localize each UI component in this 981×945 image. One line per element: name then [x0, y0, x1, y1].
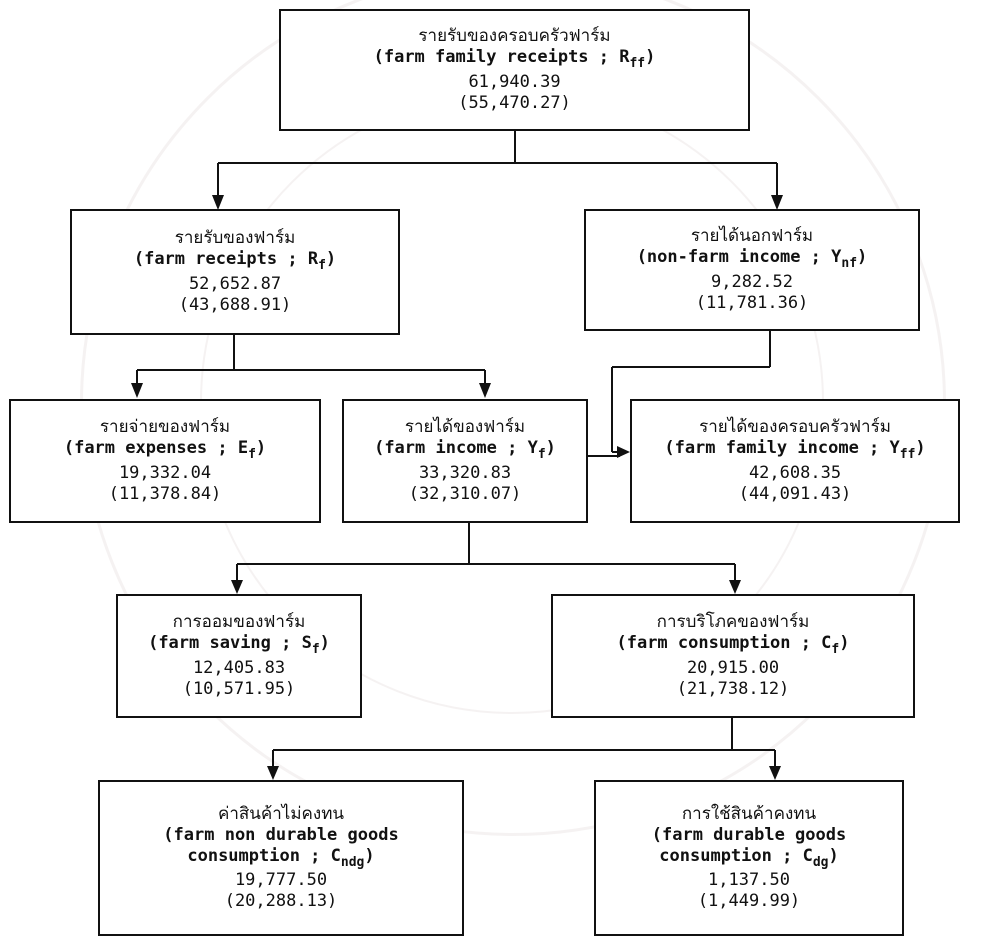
- node-symbol-subscript: f: [318, 258, 326, 274]
- node-symbol-subscript: f: [311, 642, 320, 658]
- node-value: 19,777.50: [234, 870, 328, 891]
- node-english-label: (farm family income ; Yff): [664, 438, 926, 463]
- node-thai-label: รายรับของครอบครัวฟาร์ม: [418, 26, 611, 47]
- node-value: 1,137.50: [708, 870, 790, 891]
- node-thai-label: รายจ่ายของฟาร์ม: [99, 417, 231, 438]
- node-farm-family-receipts: รายรับของครอบครัวฟาร์ม (farm family rece…: [279, 9, 750, 131]
- node-thai-label: รายได้ของครอบครัวฟาร์ม: [699, 417, 891, 438]
- node-value: 20,915.00: [686, 658, 780, 679]
- node-symbol-subscript: nf: [841, 256, 858, 272]
- node-thai-label: รายรับของฟาร์ม: [174, 228, 296, 249]
- node-english-label: (farm durable goods consumption ; Cdg): [651, 824, 847, 870]
- node-value: 52,652.87: [188, 274, 282, 295]
- node-non-farm-income: รายได้นอกฟาร์ม (non-farm income ; Ynf) 9…: [584, 209, 920, 331]
- node-durable-goods-consumption: การใช้สินค้าคงทน (farm durable goods con…: [594, 780, 904, 936]
- node-non-durable-goods-consumption: ค่าสินค้าไม่คงทน (farm non durable goods…: [98, 780, 464, 936]
- node-thai-label: รายได้นอกฟาร์ม: [690, 226, 814, 247]
- node-english-text: (farm expenses ; E: [63, 438, 249, 459]
- node-value-parenthetical: (32,310.07): [408, 483, 522, 504]
- node-thai-label: การใช้สินค้าคงทน: [681, 804, 817, 825]
- node-symbol-subscript: ff: [629, 56, 646, 72]
- node-value: 33,320.83: [418, 463, 512, 484]
- node-english-label: (farm consumption ; Cf): [616, 633, 850, 658]
- node-english-text: (farm income ; Y: [374, 438, 538, 459]
- node-value: 61,940.39: [468, 72, 561, 93]
- node-farm-receipts: รายรับของฟาร์ม (farm receipts ; Rf) 52,6…: [70, 209, 400, 335]
- node-symbol-subscript: ndg: [340, 854, 365, 870]
- node-english-label: (farm saving ; Sf): [148, 633, 330, 658]
- node-value-parenthetical: (21,738.12): [676, 678, 790, 699]
- node-farm-family-income: รายได้ของครอบครัวฟาร์ม (farm family inco…: [630, 399, 960, 523]
- node-value-parenthetical: (10,571.95): [182, 678, 296, 699]
- node-symbol-subscript: dg: [812, 854, 829, 870]
- node-english-text: (farm family income ; Y: [664, 438, 900, 459]
- node-thai-label: ค่าสินค้าไม่คงทน: [217, 804, 345, 825]
- node-value-parenthetical: (11,781.36): [695, 292, 809, 313]
- node-english-label: (farm receipts ; Rf): [133, 249, 337, 274]
- node-english-text: (farm non durable goods consumption ; C: [163, 824, 399, 866]
- node-value-parenthetical: (1,449.99): [697, 891, 801, 912]
- node-value: 12,405.83: [192, 658, 286, 679]
- node-thai-label: การบริโภคของฟาร์ม: [656, 612, 810, 633]
- node-value: 19,332.04: [118, 463, 212, 484]
- node-symbol-subscript: f: [831, 642, 840, 658]
- node-english-text: (farm family receipts ; R: [373, 47, 630, 68]
- node-english-label: (non-farm income ; Ynf): [636, 247, 868, 272]
- node-value-parenthetical: (43,688.91): [178, 294, 292, 315]
- node-symbol-subscript: ff: [899, 447, 916, 463]
- node-value-parenthetical: (55,470.27): [458, 92, 571, 113]
- node-english-label: (farm income ; Yf): [374, 438, 556, 463]
- node-thai-label: รายได้ของฟาร์ม: [404, 417, 526, 438]
- node-thai-label: การออมของฟาร์ม: [172, 612, 306, 633]
- node-english-label: (farm expenses ; Ef): [63, 438, 267, 463]
- node-symbol-subscript: f: [537, 447, 546, 463]
- node-english-text: (farm durable goods consumption ; C: [651, 824, 847, 866]
- node-farm-saving: การออมของฟาร์ม (farm saving ; Sf) 12,405…: [116, 594, 362, 718]
- node-value: 42,608.35: [748, 463, 842, 484]
- node-english-text: (farm saving ; S: [148, 633, 312, 654]
- node-value: 9,282.52: [711, 272, 793, 293]
- node-farm-income: รายได้ของฟาร์ม (farm income ; Yf) 33,320…: [342, 399, 588, 523]
- node-value-parenthetical: (20,288.13): [224, 891, 338, 912]
- node-english-label: (farm family receipts ; Rff): [373, 47, 656, 72]
- node-symbol-subscript: f: [248, 447, 256, 463]
- node-english-text: (farm consumption ; C: [616, 633, 832, 654]
- node-value-parenthetical: (11,378.84): [108, 483, 222, 504]
- node-english-text: (farm receipts ; R: [133, 249, 319, 270]
- node-english-text: (non-farm income ; Y: [636, 247, 842, 268]
- node-value-parenthetical: (44,091.43): [738, 483, 852, 504]
- node-farm-expenses: รายจ่ายของฟาร์ม (farm expenses ; Ef) 19,…: [9, 399, 321, 523]
- node-english-label: (farm non durable goods consumption ; Cn…: [163, 824, 399, 870]
- node-farm-consumption: การบริโภคของฟาร์ม (farm consumption ; Cf…: [551, 594, 915, 718]
